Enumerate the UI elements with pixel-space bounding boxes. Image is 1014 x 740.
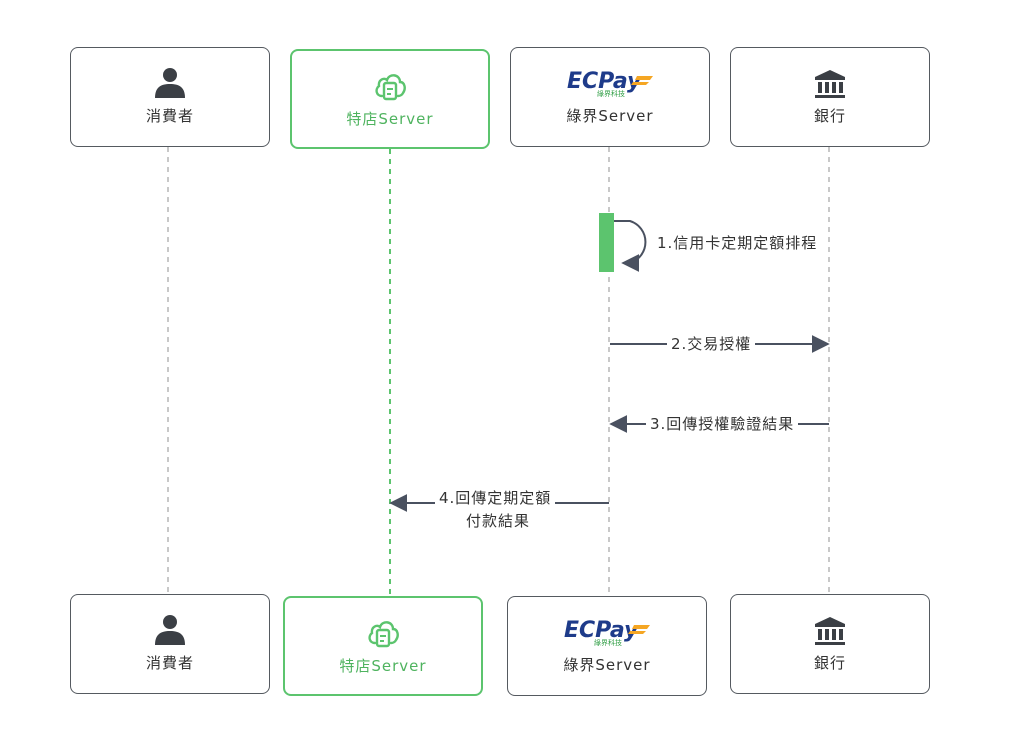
message-2-label: 2.交易授權 [667,333,756,355]
user-icon [155,615,185,645]
ecpay-box-top: ECPay 綠界科技 綠界Server [510,47,710,147]
ecpay-logo: ECPay 綠界科技 [565,68,655,98]
bank-box-bottom: 銀行 [730,594,930,694]
merchant-box-bottom: 特店Server [283,596,483,696]
ecpay-logo-subtext: 綠界科技 [594,638,622,647]
bank-box-top: 銀行 [730,47,930,147]
ecpay-logo-text: ECPay [564,618,640,643]
consumer-label: 消費者 [145,107,194,125]
merchant-label: 特店Server [339,657,427,675]
message-4-label-line1: 4.回傳定期定額 [435,487,556,509]
ecpay-label: 綠界Server [563,656,651,674]
merchant-box-top: 特店Server [290,49,490,149]
bank-icon [815,70,845,98]
ecpay-label: 綠界Server [566,107,654,125]
consumer-label: 消費者 [145,654,194,672]
bank-label: 銀行 [813,654,846,672]
cloud-server-icon [368,621,399,648]
cloud-server-icon [375,74,406,101]
user-icon [155,68,185,98]
message-3-label: 3.回傳授權驗證結果 [646,413,799,435]
ecpay-box-bottom: ECPay 綠界科技 綠界Server [507,596,707,696]
bank-icon [815,617,845,645]
self-loop-arrow [614,220,647,272]
message-4-label-line2: 付款結果 [466,512,531,530]
merchant-label: 特店Server [346,110,434,128]
ecpay-logo-subtext: 綠界科技 [597,89,625,98]
activation-bar [599,213,614,272]
consumer-box-bottom: 消費者 [70,594,270,694]
bank-label: 銀行 [813,107,846,125]
ecpay-logo-text: ECPay [567,69,643,94]
message-1-label: 1.信用卡定期定額排程 [657,234,818,252]
ecpay-logo: ECPay 綠界科技 [562,617,652,647]
consumer-box-top: 消費者 [70,47,270,147]
